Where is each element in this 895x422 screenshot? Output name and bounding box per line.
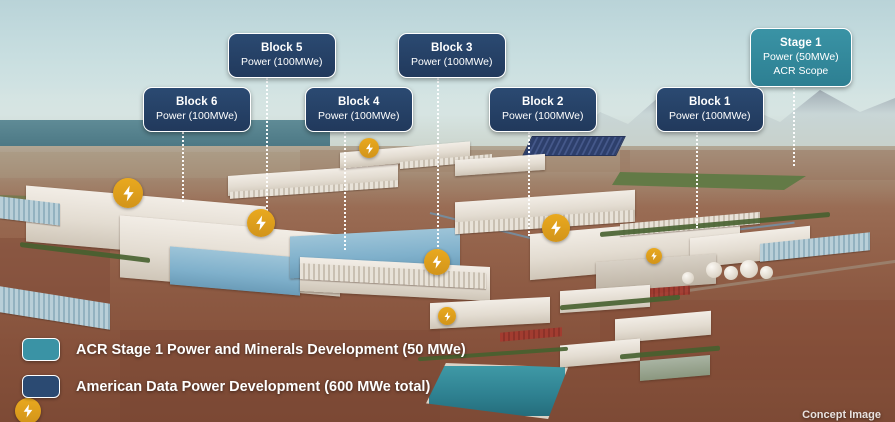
field-patch <box>120 330 440 422</box>
callout-subtitle: Power (50MWe) <box>763 51 839 64</box>
lightning-bolt-icon[interactable] <box>542 214 570 242</box>
callout-leader-line <box>696 132 698 228</box>
callout-subtitle: Power (100MWe) <box>502 110 584 123</box>
callout-subtitle-secondary: ACR Scope <box>773 64 829 77</box>
callout-leader-line <box>793 88 795 166</box>
callout-leader-line <box>182 132 184 202</box>
legend-label: American Data Power Development (600 MWe… <box>76 378 431 395</box>
callout-leader-line <box>266 78 268 218</box>
solar-array <box>522 136 626 156</box>
lightning-bolt-icon[interactable] <box>359 138 379 158</box>
storage-tank <box>740 260 758 278</box>
legend-item: American Data Power Development (600 MWe… <box>22 375 466 398</box>
callout-title: Block 6 <box>175 96 218 108</box>
lightning-bolt-icon[interactable] <box>424 249 450 275</box>
callout-subtitle: Power (100MWe) <box>669 110 751 123</box>
callout-title: Block 5 <box>260 42 303 54</box>
callout-subtitle: Power (100MWe) <box>318 110 400 123</box>
callout-stage-1[interactable]: Stage 1 Power (50MWe)ACR Scope <box>750 28 852 87</box>
callout-subtitle: Power (100MWe) <box>156 110 238 123</box>
callout-block-6[interactable]: Block 6 Power (100MWe) <box>143 87 251 132</box>
callout-leader-line <box>344 132 346 250</box>
callout-leader-line <box>528 132 530 236</box>
legend-item: ACR Stage 1 Power and Minerals Developme… <box>22 338 466 361</box>
storage-tank <box>682 272 694 284</box>
callout-block-2[interactable]: Block 2 Power (100MWe) <box>489 87 597 132</box>
callout-title: Block 2 <box>521 96 564 108</box>
storage-tank <box>724 266 738 280</box>
image-credit: Concept Image <box>802 409 881 421</box>
legend-label: ACR Stage 1 Power and Minerals Developme… <box>76 341 466 358</box>
legend-swatch-teal <box>22 338 60 361</box>
callout-block-1[interactable]: Block 1 Power (100MWe) <box>656 87 764 132</box>
callout-block-5[interactable]: Block 5 Power (100MWe) <box>228 33 336 78</box>
lightning-bolt-icon[interactable] <box>247 209 275 237</box>
callout-title: Block 1 <box>688 96 731 108</box>
callout-subtitle: Power (100MWe) <box>411 56 493 69</box>
legend: ACR Stage 1 Power and Minerals Developme… <box>22 338 466 412</box>
lightning-bolt-icon[interactable] <box>646 248 662 264</box>
storage-tank <box>760 266 773 279</box>
lightning-bolt-icon[interactable] <box>438 307 456 325</box>
lightning-bolt-icon[interactable] <box>113 178 143 208</box>
callout-subtitle: Power (100MWe) <box>241 56 323 69</box>
callout-title: Block 4 <box>337 96 380 108</box>
vegetation-strip <box>612 172 806 190</box>
callout-title: Stage 1 <box>780 37 822 49</box>
callout-block-3[interactable]: Block 3 Power (100MWe) <box>398 33 506 78</box>
callout-title: Block 3 <box>430 42 473 54</box>
callout-leader-line <box>437 78 439 258</box>
legend-swatch-navy <box>22 375 60 398</box>
callout-block-4[interactable]: Block 4 Power (100MWe) <box>305 87 413 132</box>
lightning-bolt-icon[interactable] <box>15 398 41 422</box>
storage-tank <box>706 262 722 278</box>
